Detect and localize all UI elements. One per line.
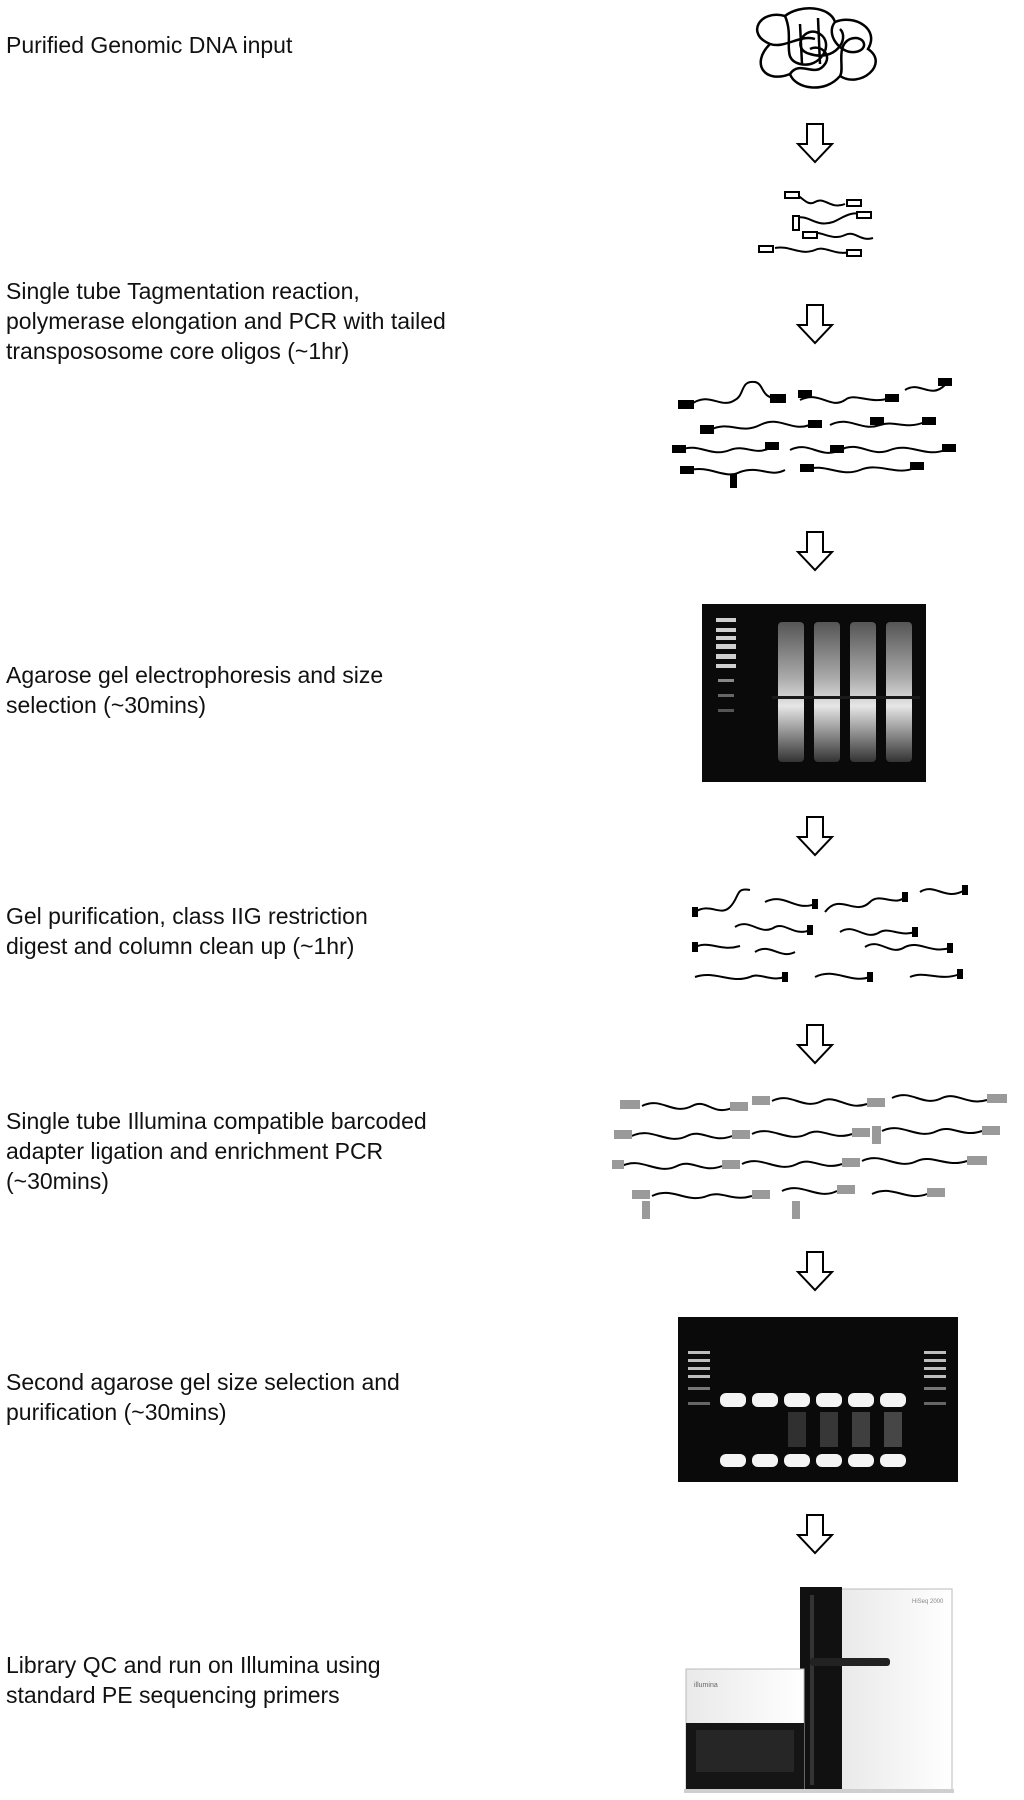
- barcoded-adapter-fragments-illustration: [612, 1086, 1020, 1220]
- genomic-dna-illustration: [740, 4, 890, 92]
- sequencer-model-text: HiSeq 2000: [912, 1599, 944, 1605]
- tagmented-fragments-illustration: [755, 190, 875, 265]
- amplified-fragments-illustration: [670, 370, 960, 490]
- digested-fragments-illustration: [685, 882, 975, 994]
- down-arrow-icon: [795, 530, 835, 572]
- step-label-sequencing: Library QC and run on Illumina using sta…: [6, 1652, 381, 1708]
- sequencer-brand-text: illumina: [694, 1682, 718, 1689]
- illumina-sequencer-illustration: illumina HiSeq 2000: [680, 1585, 955, 1795]
- agarose-gel-image-1: [702, 604, 926, 782]
- step-label-gel2: Second agarose gel size selection and pu…: [6, 1369, 400, 1425]
- step-label-tagmentation: Single tube Tagmentation reaction, polym…: [6, 278, 446, 364]
- down-arrow-icon: [795, 122, 835, 164]
- down-arrow-icon: [795, 303, 835, 345]
- step-label-purification: Gel purification, class IIG restriction …: [6, 903, 368, 959]
- down-arrow-icon: [795, 1250, 835, 1292]
- down-arrow-icon: [795, 1513, 835, 1555]
- step-label-ligation: Single tube Illumina compatible barcoded…: [6, 1108, 427, 1194]
- agarose-gel-image-2: [678, 1317, 958, 1482]
- down-arrow-icon: [795, 1023, 835, 1065]
- step-label-input: Purified Genomic DNA input: [6, 32, 293, 58]
- step-label-gel1: Agarose gel electrophoresis and size sel…: [6, 662, 384, 718]
- down-arrow-icon: [795, 815, 835, 857]
